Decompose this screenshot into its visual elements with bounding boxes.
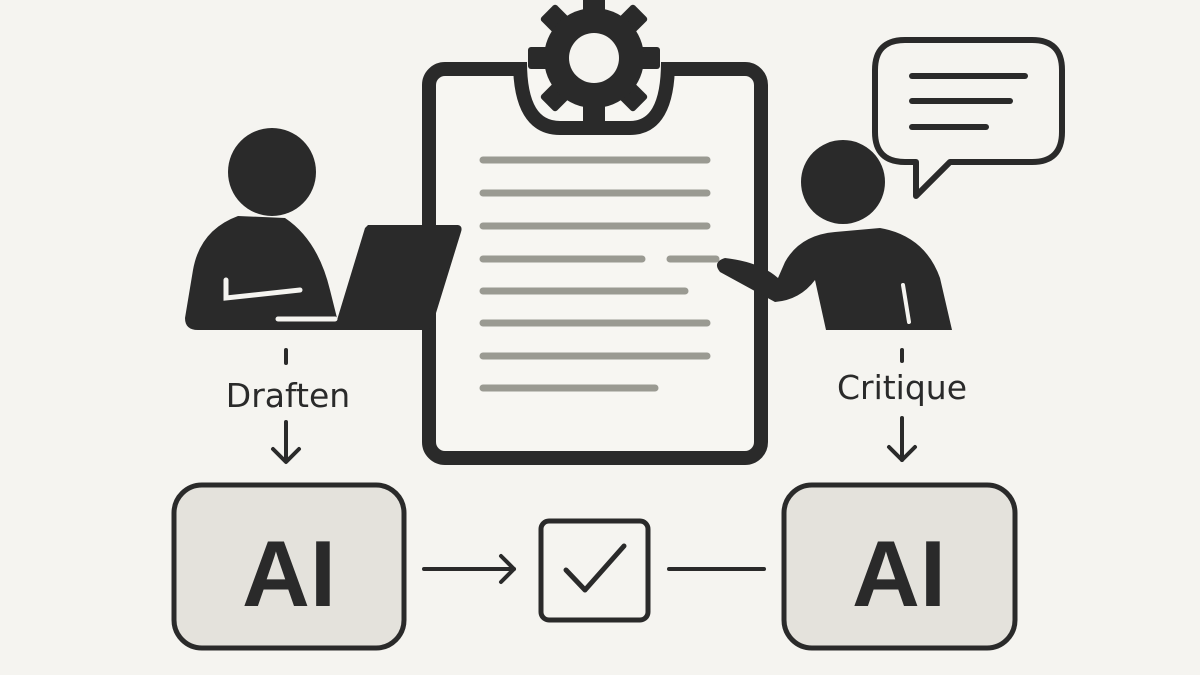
speech-bubble-icon	[872, 37, 1065, 199]
ai-critic-node: AI	[781, 482, 1018, 651]
gear-icon	[528, 0, 660, 124]
checkbox-check-icon	[538, 518, 651, 623]
ai-drafter-node: AI	[171, 482, 407, 651]
ai-critic-label: AI	[852, 521, 946, 626]
person-critiquing-icon	[716, 140, 952, 330]
document-text-lines	[479, 156, 720, 392]
arrow-down-right-icon	[887, 416, 917, 462]
ai-drafter-label: AI	[242, 521, 336, 626]
arrow-down-left-icon	[271, 420, 301, 464]
arrow-right-icon	[422, 554, 516, 584]
step-label-draften: Draften	[226, 376, 350, 415]
person-with-laptop-icon	[185, 128, 462, 330]
step-label-critique: Critique	[837, 368, 967, 407]
